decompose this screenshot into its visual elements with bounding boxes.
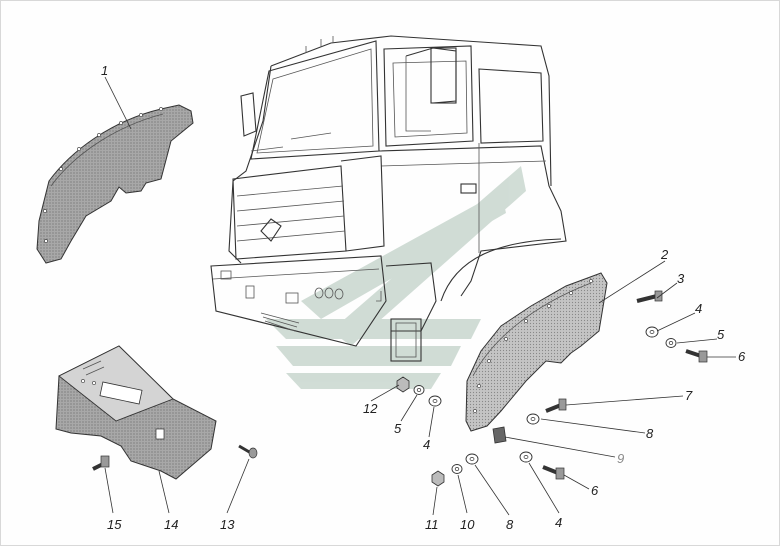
fastener-7-bolt — [545, 398, 567, 413]
callout-14: 14 — [164, 517, 178, 532]
fastener-6-bolt-b — [542, 465, 565, 480]
callout-4: 4 — [695, 301, 702, 316]
callout-4b: 4 — [555, 515, 562, 530]
callout-11: 11 — [425, 517, 439, 532]
callout-4c: 4 — [423, 437, 430, 452]
callout-6b: 6 — [591, 483, 599, 498]
part-14-bracket-cover — [55, 345, 217, 480]
part-2-right-wheel-arch-liner — [465, 272, 608, 432]
fastener-8-washer-b — [465, 453, 479, 465]
fastener-10-washer — [451, 464, 463, 474]
callout-7: 7 — [685, 388, 693, 403]
callout-9: 9 — [617, 451, 624, 466]
callout-3: 3 — [677, 271, 685, 286]
leader-lines — [104, 76, 736, 516]
callout-labels: 1 2 3 4 5 6 7 8 9 6 4 8 10 11 12 5 4 13 … — [101, 63, 746, 532]
fastener-3-bolt — [636, 290, 663, 303]
callout-5: 5 — [717, 327, 725, 342]
fastener-6-bolt-a — [685, 349, 708, 363]
callout-12: 12 — [363, 401, 378, 416]
callout-8b: 8 — [506, 517, 514, 532]
fastener-15-bolt — [92, 455, 110, 471]
fastener-5-washer-a — [665, 338, 677, 348]
fastener-8-washer-a — [526, 413, 540, 425]
part-1-left-wheel-arch-liner — [36, 104, 194, 264]
callout-15: 15 — [107, 517, 122, 532]
callout-5b: 5 — [394, 421, 402, 436]
fastener-13-screw — [238, 444, 258, 459]
fastener-4-washer-a — [645, 326, 659, 338]
fastener-4-washer-b — [519, 451, 533, 463]
fastener-11-nut — [431, 470, 445, 487]
fastener-12-nut — [396, 376, 410, 393]
callout-13: 13 — [220, 517, 235, 532]
fastener-5-washer-b — [413, 385, 425, 395]
fastener-4-washer-c — [428, 395, 442, 407]
callout-8: 8 — [646, 426, 654, 441]
callout-6: 6 — [738, 349, 746, 364]
callout-10: 10 — [460, 517, 475, 532]
truck-cab — [210, 35, 567, 362]
callout-2: 2 — [660, 247, 669, 262]
fastener-9-clip — [492, 426, 507, 444]
callout-1: 1 — [101, 63, 108, 78]
